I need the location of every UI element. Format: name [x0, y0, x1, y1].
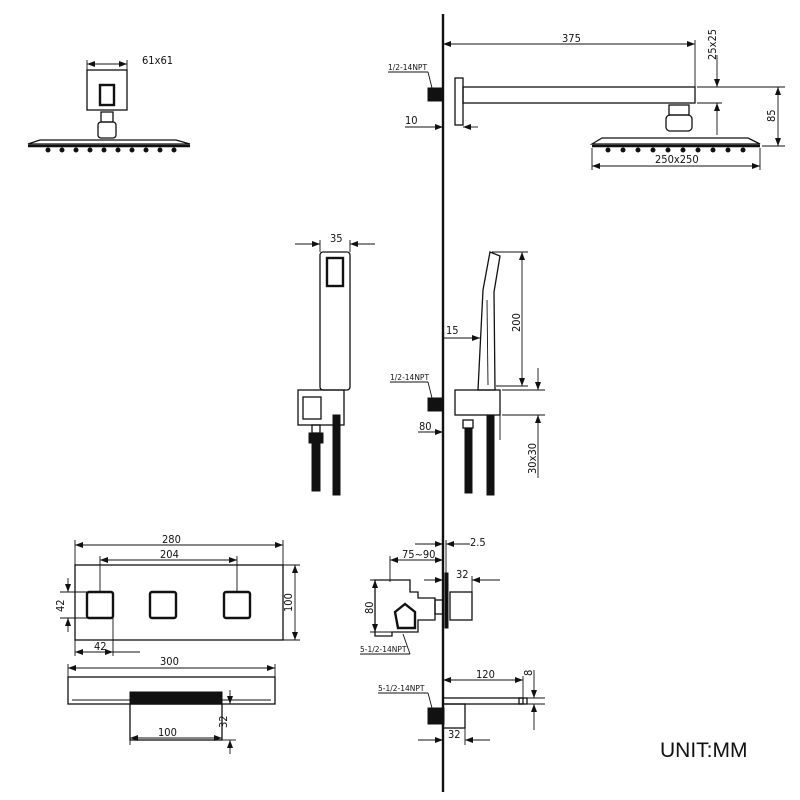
knob-size-label: 42	[54, 599, 67, 612]
flange-thickness-label: 10	[405, 114, 418, 127]
handshower-side-view: 15 200 1/2-14NPT 80 30x30	[390, 251, 545, 496]
rain-head-front-view: 61x61	[27, 54, 191, 153]
plate-height-label: 100	[282, 593, 295, 612]
spout-side-view: 120 8 5-1/2-14NPT 32	[378, 668, 545, 745]
holder-thread-label: 1/2-14NPT	[390, 373, 429, 382]
spout-thread-label: 5-1/2-14NPT	[378, 684, 425, 693]
holder-depth-label: 80	[419, 420, 432, 433]
arm-section-label: 25x25	[706, 29, 719, 60]
unit-label: UNIT:MM	[660, 739, 748, 762]
spout-length-label: 120	[476, 668, 495, 681]
holder-offset-label: 15	[446, 324, 459, 337]
valve-thread-label: 5-1/2-14NPT	[360, 645, 407, 654]
knob-depth-label: 32	[456, 568, 469, 581]
head-size-label: 250x250	[655, 153, 699, 166]
knob-spacing-label: 204	[160, 548, 179, 561]
spout-height-label: 32	[217, 715, 230, 728]
body-width-label: 100	[158, 726, 177, 739]
shower-arm-side-view: 375 25x25 85 250x250 1/2-14NPT 10	[388, 29, 785, 170]
valve-height-label: 80	[363, 601, 376, 614]
holder-size-label: 30x30	[526, 443, 539, 474]
spout-width-label: 300	[160, 655, 179, 668]
spout-base-label: 32	[448, 728, 461, 741]
handshower-length-label: 200	[510, 313, 523, 332]
arm-length-label: 375	[562, 32, 581, 45]
plate-width-label: 280	[162, 533, 181, 546]
knob-edge-label: 42	[94, 640, 107, 653]
valve-side-view: 2.5 75~90 32 80 5-1/2-14NPT	[360, 536, 500, 655]
head-drop-label: 85	[765, 109, 778, 122]
spout-thickness-label: 8	[522, 670, 535, 676]
valve-plate-front-view: 280 204 42 100 42	[54, 533, 300, 656]
handshower-width-label: 35	[330, 232, 343, 245]
install-depth-label: 75~90	[402, 548, 435, 561]
spout-top-view: 300 100 32	[67, 655, 276, 754]
handshower-front-view: 35	[295, 232, 375, 496]
bracket-size-label: 61x61	[142, 54, 173, 67]
wall-gap-label: 2.5	[470, 536, 486, 549]
arm-thread-label: 1/2-14NPT	[388, 63, 427, 72]
